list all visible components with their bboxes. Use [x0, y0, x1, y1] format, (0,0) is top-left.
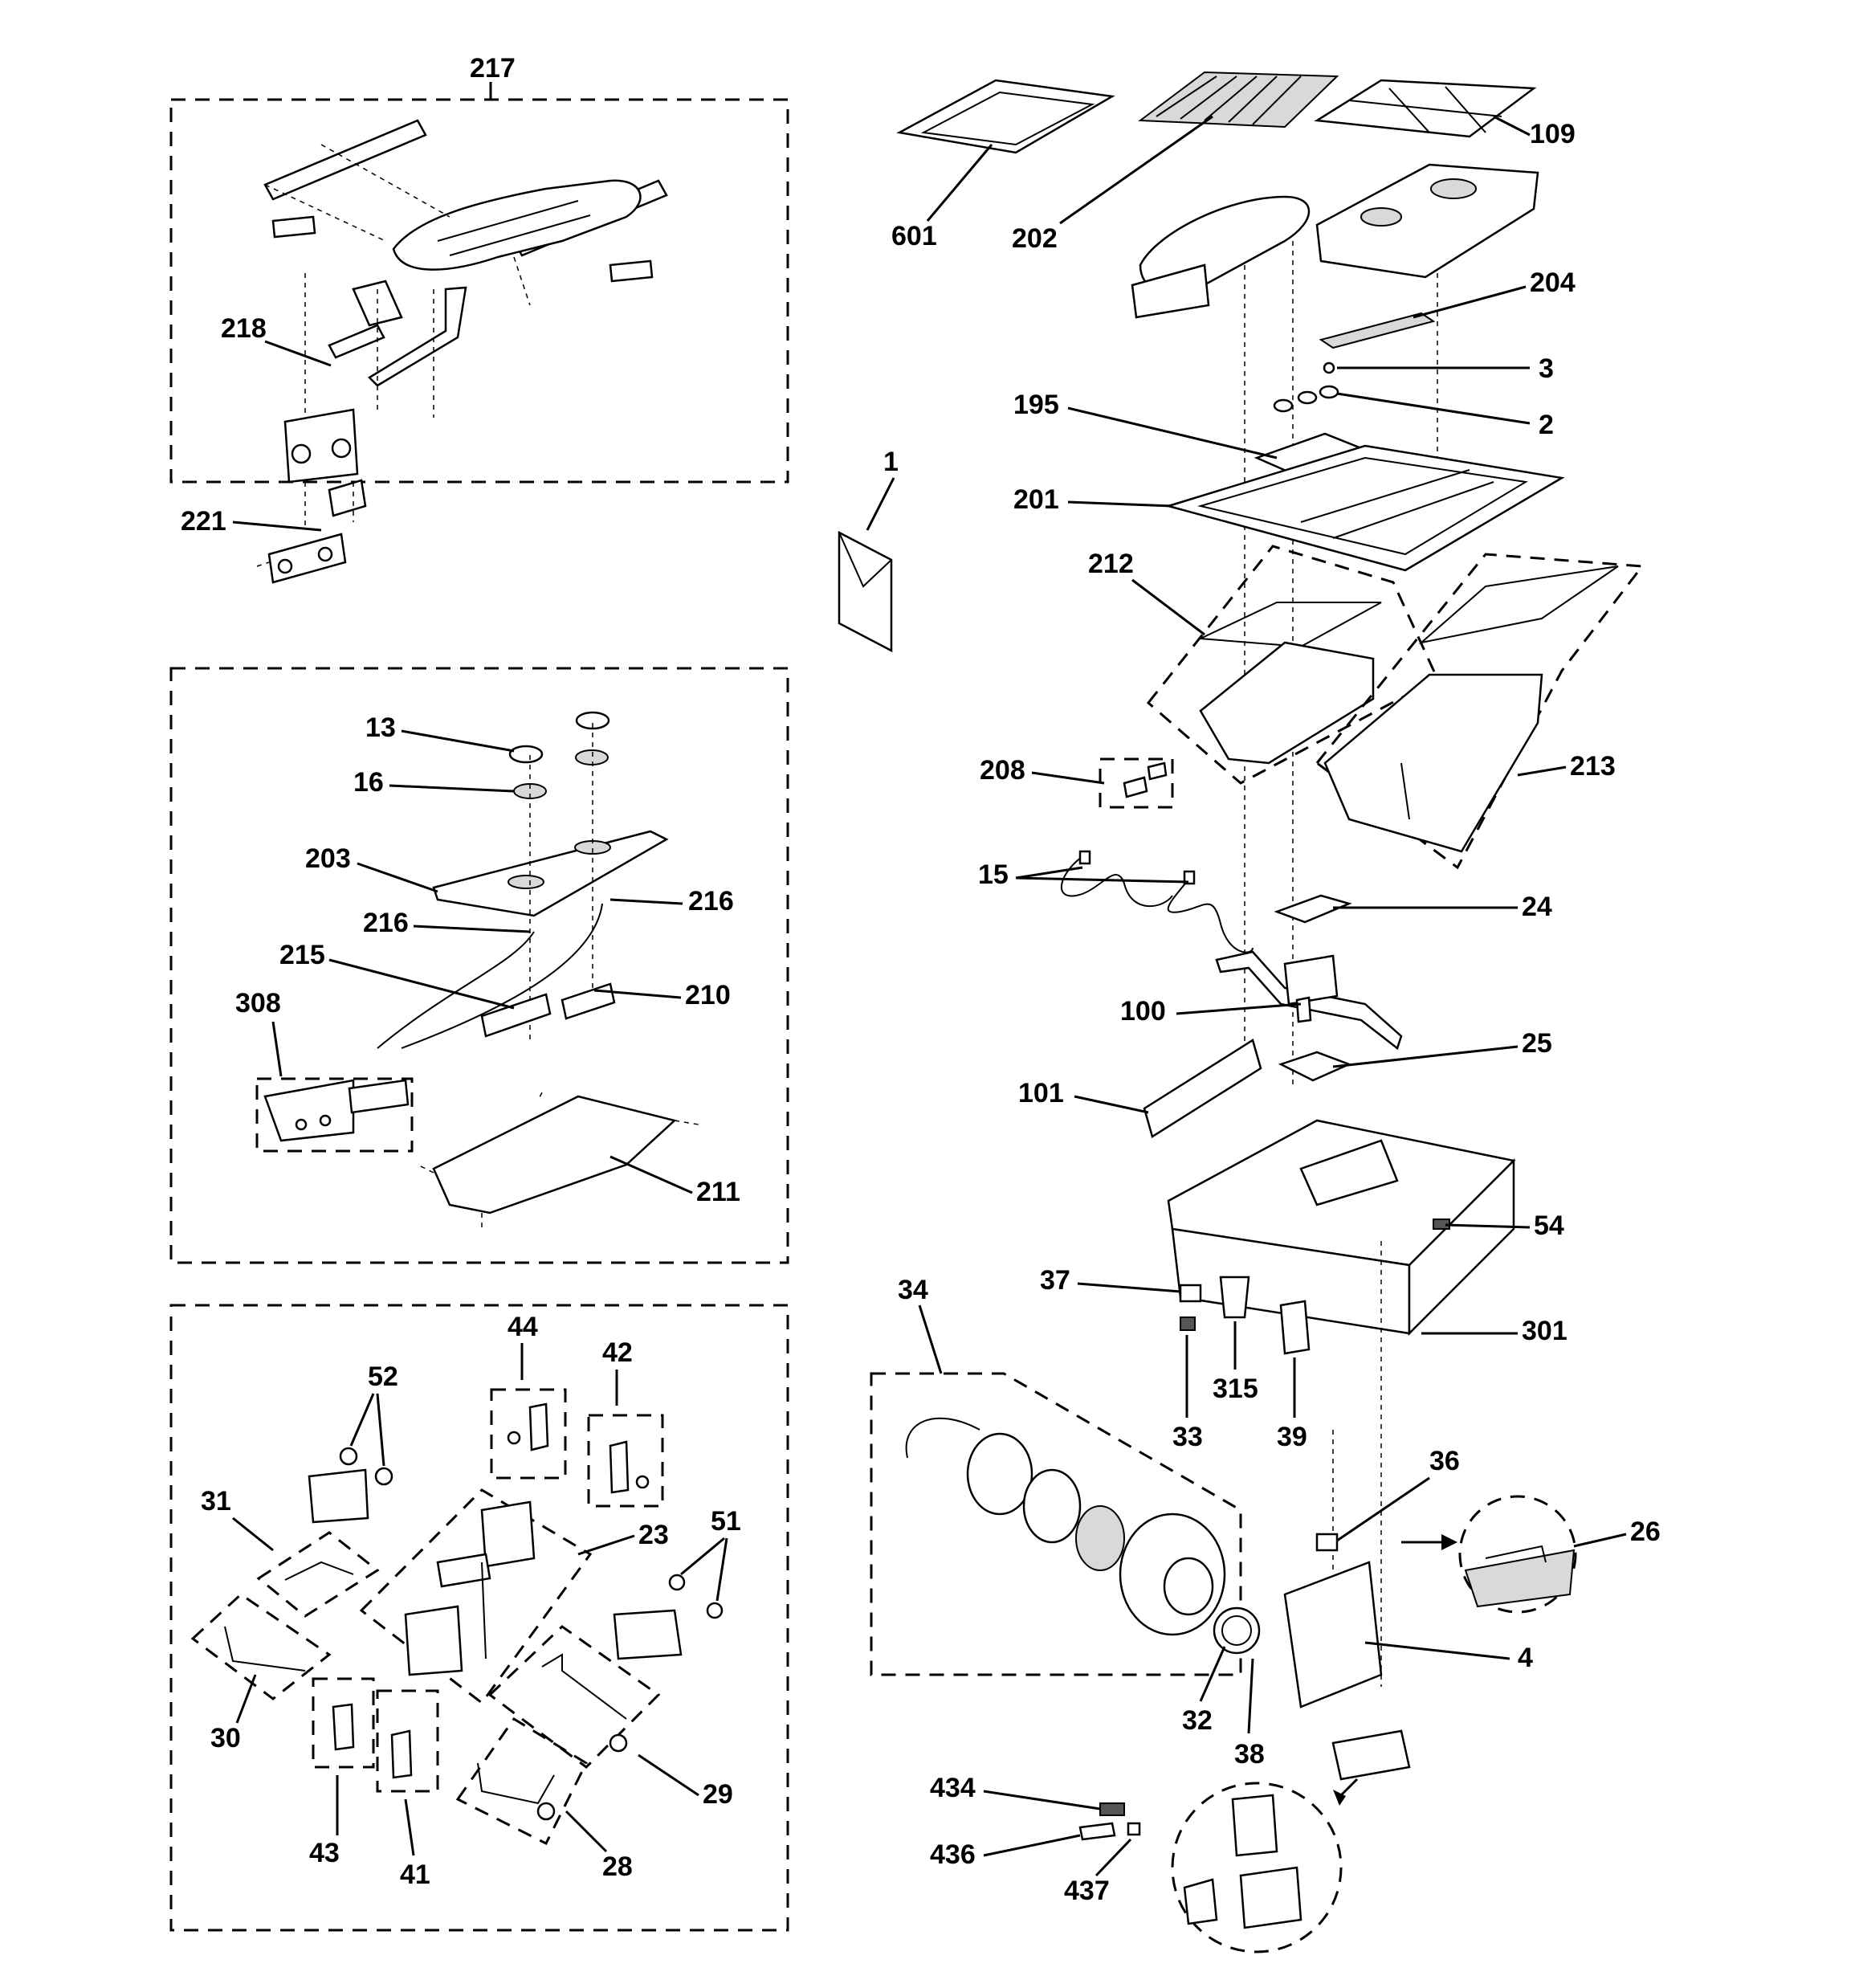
callout-label-3: 3	[1539, 353, 1554, 384]
valve-bracket-221	[256, 479, 367, 584]
callout-label-39: 39	[1277, 1422, 1307, 1452]
callout-label-202: 202	[1012, 223, 1058, 254]
callout-label-34: 34	[898, 1275, 928, 1305]
callout-label-44: 44	[508, 1312, 538, 1342]
callout-label-51: 51	[711, 1506, 741, 1537]
pan-assembly-213	[1315, 553, 1645, 870]
griddle-cover-601	[896, 79, 1115, 154]
callout-label-204: 204	[1530, 267, 1576, 298]
part-33	[1180, 1316, 1196, 1331]
callout-label-24: 24	[1522, 892, 1552, 922]
callout-label-38: 38	[1234, 1739, 1265, 1770]
wire-harness-15	[1061, 850, 1254, 953]
callout-label-2: 2	[1539, 410, 1554, 440]
callout-label-15: 15	[978, 859, 1009, 890]
callout-label-52: 52	[368, 1361, 398, 1392]
callout-label-16: 16	[353, 767, 384, 798]
callout-label-212: 212	[1088, 549, 1134, 579]
callout-label-4: 4	[1518, 1643, 1533, 1673]
burner-box	[1315, 163, 1539, 522]
callout-label-216-right: 216	[688, 886, 734, 916]
callout-label-434: 434	[930, 1773, 976, 1803]
rail-101	[1143, 1039, 1262, 1138]
grill-burner-assembly	[263, 119, 668, 484]
top-frame-201	[1164, 444, 1565, 572]
part-39	[1279, 1300, 1311, 1355]
callout-label-33: 33	[1172, 1422, 1203, 1452]
callout-label-23: 23	[638, 1520, 669, 1550]
assembly-box-valves	[169, 1304, 789, 1932]
callout-label-29: 29	[703, 1779, 733, 1810]
part-436	[1078, 1822, 1116, 1841]
grate-strip-204	[1319, 312, 1436, 349]
callout-label-54: 54	[1534, 1210, 1564, 1241]
callout-label-217: 217	[470, 53, 516, 84]
callout-label-211: 211	[696, 1177, 740, 1207]
part-437	[1127, 1822, 1141, 1836]
callout-label-221: 221	[181, 506, 226, 537]
callout-label-26: 26	[1630, 1517, 1661, 1547]
detail-circle-bottom	[1171, 1778, 1359, 1953]
callout-label-25: 25	[1522, 1028, 1552, 1059]
callout-label-109: 109	[1530, 119, 1576, 149]
callout-label-208: 208	[980, 755, 1025, 786]
grill-grate-202	[1138, 71, 1339, 129]
callout-label-31: 31	[201, 1486, 231, 1517]
callout-label-37: 37	[1040, 1265, 1070, 1296]
callout-label-101: 101	[1018, 1078, 1064, 1108]
callout-label-437: 437	[1064, 1876, 1110, 1906]
switch-box-208	[1099, 757, 1174, 809]
callout-label-213: 213	[1570, 751, 1616, 782]
callout-label-41: 41	[400, 1859, 430, 1890]
callout-label-100: 100	[1120, 996, 1166, 1027]
callout-label-195: 195	[1013, 390, 1059, 420]
callout-label-32: 32	[1182, 1705, 1213, 1736]
callout-label-42: 42	[602, 1337, 633, 1368]
detail-circle-26	[1401, 1495, 1577, 1614]
callout-label-30: 30	[210, 1723, 241, 1753]
pan-assembly-212	[1146, 545, 1439, 785]
literature-envelope-1	[838, 530, 893, 653]
assembly-box-217	[169, 82, 789, 484]
callout-label-601: 601	[891, 221, 937, 251]
bracket-24	[1274, 894, 1352, 924]
callout-label-13: 13	[365, 712, 396, 743]
callout-label-28: 28	[602, 1851, 633, 1882]
part-434	[1099, 1802, 1125, 1816]
callout-label-308: 308	[235, 988, 281, 1018]
burner-grate-109	[1314, 79, 1537, 138]
chassis-301	[1167, 1119, 1516, 1337]
callout-label-218: 218	[221, 313, 267, 344]
callout-label-301: 301	[1522, 1316, 1567, 1346]
callout-label-216-left: 216	[363, 908, 409, 938]
assembly-box-cooktop	[169, 667, 789, 1264]
callout-label-1: 1	[883, 447, 899, 477]
callout-label-210: 210	[685, 980, 731, 1010]
duct-4	[1283, 1241, 1411, 1781]
clip-37	[1179, 1284, 1202, 1303]
callout-label-203: 203	[305, 843, 351, 874]
callout-label-315: 315	[1213, 1374, 1258, 1404]
callout-label-36: 36	[1429, 1446, 1460, 1476]
callout-label-215: 215	[279, 940, 325, 970]
callout-label-43: 43	[309, 1838, 340, 1868]
callout-label-436: 436	[930, 1839, 976, 1870]
part-315	[1219, 1276, 1250, 1319]
blower-assembly-34	[870, 1372, 1261, 1676]
callout-label-201: 201	[1013, 484, 1059, 515]
